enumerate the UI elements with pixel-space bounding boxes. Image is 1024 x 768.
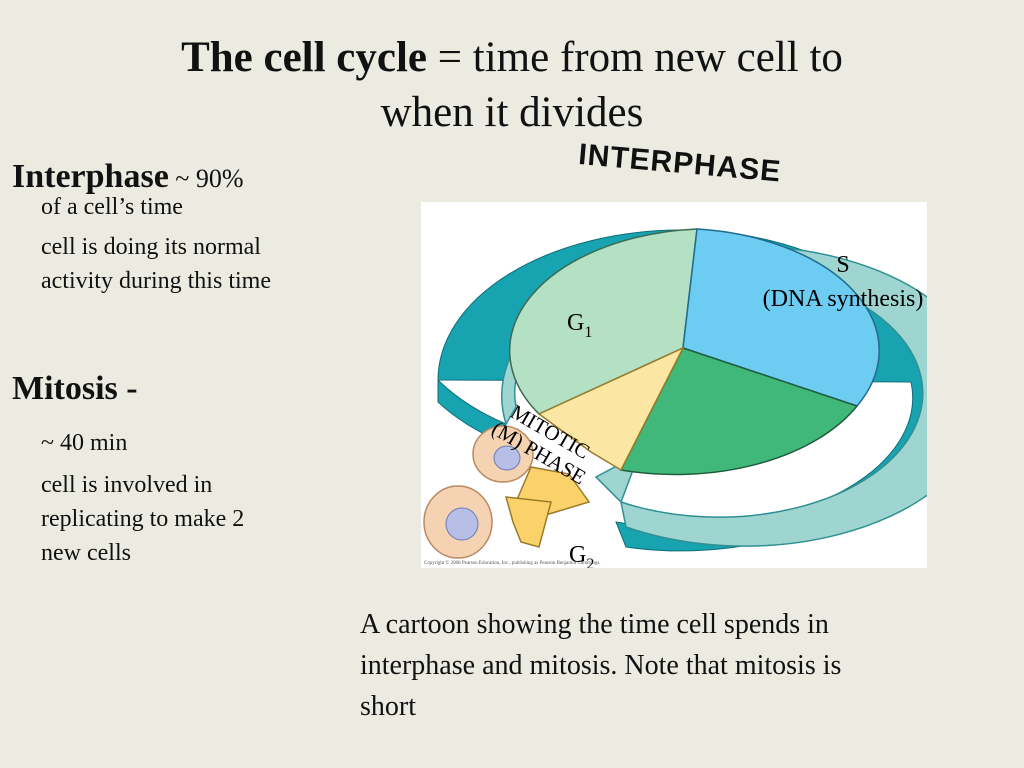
- interphase-heading-text: Interphase: [12, 158, 169, 195]
- g1-label: G1: [567, 310, 592, 341]
- caption-line-2: interphase and mitosis. Note that mitosi…: [360, 650, 842, 681]
- g2-label: G2: [569, 542, 594, 568]
- cell-cycle-svg: S (DNA synthesis) G1 G2 MITOTIC (M) PHAS…: [423, 228, 989, 573]
- mitosis-heading-text: Mitosis: [12, 370, 118, 407]
- bullet-column: Interphase ~ 90% of a cell’s time cell i…: [12, 158, 372, 570]
- mitosis-line-1: ~ 40 min: [41, 430, 128, 456]
- caption: A cartoon showing the time cell spends i…: [360, 604, 960, 727]
- title-line-2: when it divides: [380, 89, 644, 136]
- copyright: Copyright © 2008 Pearson Education, Inc.…: [424, 560, 601, 566]
- s-label: S: [836, 252, 849, 278]
- interphase-line-2: cell is doing its normal: [41, 234, 261, 260]
- mitosis-line-4: new cells: [41, 540, 131, 566]
- title-rest: = time from new cell to: [427, 34, 843, 81]
- interphase-line-3: activity during this time: [41, 268, 271, 294]
- g2-segment: [619, 347, 859, 476]
- interphase-diagram-label: INTERPHASE: [577, 138, 783, 189]
- daughter-cell-1-nucleus: [493, 445, 521, 471]
- mitosis-line-2: cell is involved in: [41, 472, 213, 498]
- caption-line-1: A cartoon showing the time cell spends i…: [360, 609, 829, 640]
- s-segment: [682, 228, 880, 407]
- title-bold: The cell cycle: [181, 34, 428, 81]
- cell-cycle-diagram: S (DNA synthesis) G1 G2 MITOTIC (M) PHAS…: [421, 202, 989, 573]
- division-arrow-2: [504, 496, 552, 548]
- mitotic-wedge: [537, 346, 685, 472]
- mitosis-heading: Mitosis -: [12, 370, 372, 408]
- slide-title: The cell cycle = time from new cell to w…: [0, 30, 1024, 140]
- interphase-line-1: of a cell’s time: [41, 194, 183, 220]
- mitosis-line-3: replicating to make 2: [41, 506, 245, 532]
- daughter-cell-2-nucleus: [445, 507, 479, 541]
- dna-synthesis-label: (DNA synthesis): [763, 286, 924, 312]
- mitosis-dash: -: [117, 370, 138, 407]
- interphase-percent: ~ 90%: [168, 164, 244, 193]
- caption-line-3: short: [360, 691, 416, 722]
- g1-segment: [508, 228, 698, 415]
- interphase-heading: Interphase ~ 90%: [12, 158, 372, 196]
